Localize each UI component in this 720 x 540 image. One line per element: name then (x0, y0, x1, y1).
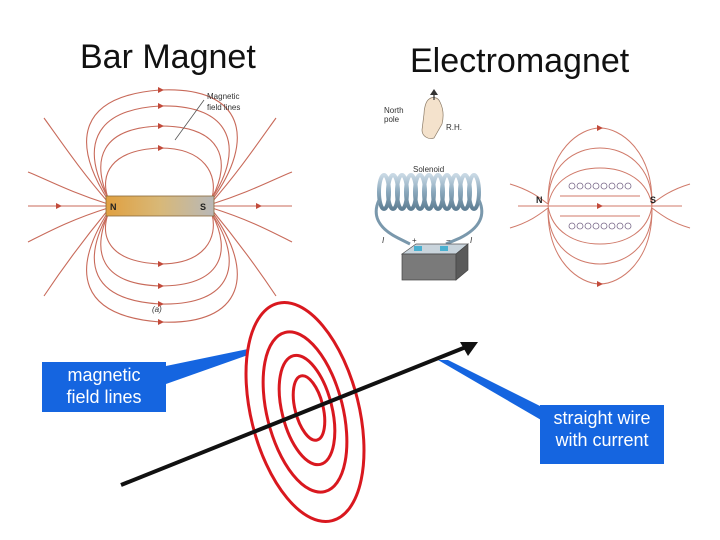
battery-plus-label: + (412, 236, 417, 245)
bar-magnet-field-arrows (56, 87, 262, 325)
bar-magnet-south-label: S (200, 202, 206, 212)
bar-magnet-diagram: N S Magnetic field lines (a) (27, 87, 293, 325)
current-label-left: I (382, 236, 385, 245)
solenoid-wire-left (374, 199, 411, 246)
solenoid-diagram: North pole R.H. Solenoid I I + (374, 89, 484, 281)
field-lines-pointer (174, 99, 205, 141)
solenoid-north-label: N (536, 195, 543, 205)
panel-label: (a) (152, 305, 162, 314)
bar-magnet-title: Bar Magnet (80, 38, 256, 76)
solenoid-turn-markers (568, 182, 632, 230)
right-hand-icon (421, 97, 444, 139)
right-hand-label: R.H. (446, 123, 462, 132)
battery-icon (400, 243, 469, 281)
solenoid-field-diagram: N S (509, 125, 691, 287)
bar-magnet (105, 195, 215, 217)
electromagnet-title: Electromagnet (410, 42, 630, 80)
solenoid-label: Solenoid (413, 165, 444, 174)
wire-callout-line2: with current (555, 430, 649, 450)
bar-magnet-north-label: N (110, 202, 117, 212)
solenoid-coil (377, 173, 481, 211)
field-lines-callout-line1: magnetic (67, 365, 141, 385)
battery-minus-label: − (446, 236, 451, 245)
wire-callout-line1: straight wire (553, 408, 651, 428)
current-label-right: I (470, 236, 473, 245)
wire-field-diagram (120, 301, 548, 523)
solenoid-field-arrows (597, 125, 603, 287)
field-lines-callout-line2: field lines (66, 387, 142, 407)
north-pole-label-line2: pole (384, 115, 400, 124)
north-pole-label-line1: North (384, 106, 404, 115)
field-lines-label-line1: Magnetic (207, 92, 239, 101)
wire-callout: straight wire with current (540, 405, 664, 464)
current-direction-arrowhead (460, 342, 478, 356)
straight-wire (120, 345, 467, 487)
field-lines-label-line2: field lines (207, 103, 240, 112)
solenoid-wire-right (445, 199, 484, 246)
field-lines-callout-pointer (166, 349, 248, 384)
solenoid-south-label: S (650, 195, 656, 205)
field-lines-callout: magnetic field lines (42, 362, 166, 412)
wire-callout-pointer (438, 360, 548, 424)
